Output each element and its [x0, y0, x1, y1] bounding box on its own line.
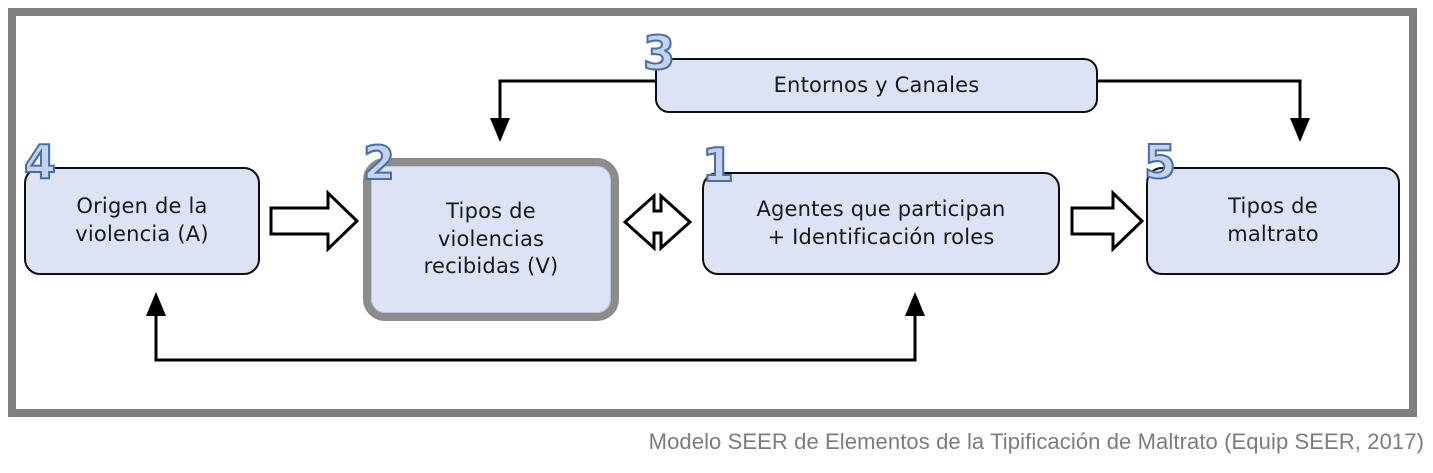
diagram-caption: Modelo SEER de Elementos de la Tipificac…	[648, 429, 1424, 454]
badge-number-2: 2	[362, 136, 396, 190]
badge-number-3: 3	[642, 26, 676, 80]
badge-number-4: 4	[23, 135, 57, 189]
badge-number-1: 1	[701, 138, 735, 192]
node-entornos-y-canales[interactable]: Entornos y Canales	[655, 58, 1098, 113]
node-tipos-de-violencias-recibidas[interactable]: Tipos de violencias recibidas (V)	[363, 158, 619, 321]
node-agentes-que-participan[interactable]: Agentes que participan + Identificación …	[702, 172, 1060, 275]
badge-number-5: 5	[1143, 135, 1177, 189]
node-tipos-de-maltrato[interactable]: Tipos de maltrato	[1146, 167, 1400, 275]
node-origen-de-la-violencia[interactable]: Origen de la violencia (A)	[24, 167, 260, 275]
